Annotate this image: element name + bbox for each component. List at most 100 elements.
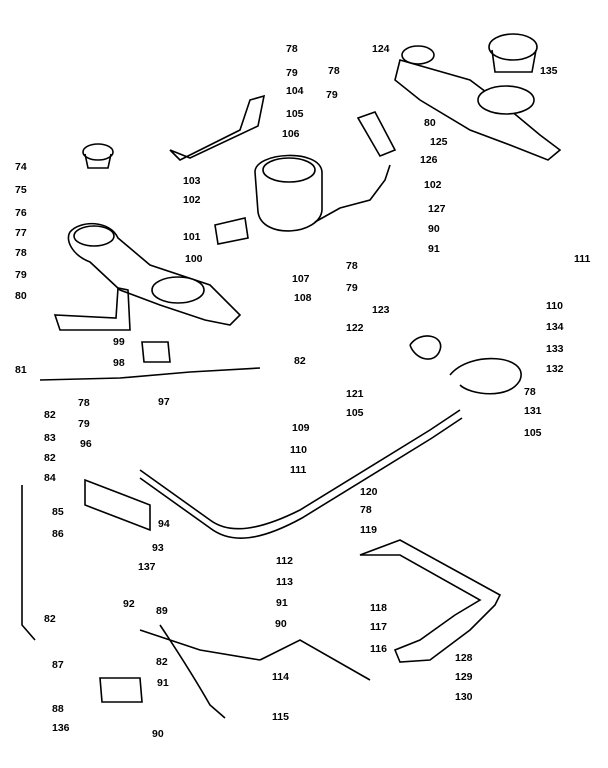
- part-label: 78: [328, 65, 340, 77]
- burner-cap-124: [401, 45, 435, 65]
- part-label: 82: [294, 355, 306, 367]
- left-burner-tube: [67, 222, 242, 326]
- thermocouple-84: [21, 485, 36, 641]
- part-label: 110: [546, 300, 563, 312]
- part-label: 101: [183, 231, 201, 243]
- part-label: 120: [360, 486, 378, 498]
- gas-line-127: [314, 164, 391, 223]
- burner-cap-74: [82, 143, 114, 161]
- part-label: 134: [546, 321, 564, 333]
- part-label: 102: [424, 179, 442, 191]
- part-label: 132: [546, 363, 564, 375]
- part-label: 83: [44, 432, 56, 444]
- burner-box-85: [84, 478, 151, 532]
- part-label: 90: [428, 223, 440, 235]
- part-label: 82: [156, 656, 168, 668]
- part-label: 131: [524, 405, 542, 417]
- part-label: 105: [524, 427, 542, 439]
- part-number-labels: 78 79 104 105 124 135 78 79 80 125 106 1…: [15, 43, 591, 740]
- thermocouple-132: [449, 357, 522, 395]
- part-label: 119: [360, 524, 377, 536]
- thermocouple-133: [409, 335, 442, 360]
- part-label: 137: [138, 561, 156, 573]
- burner-bracket-80: [53, 287, 131, 331]
- part-label: 85: [52, 506, 64, 518]
- burner-port-77: [73, 225, 115, 247]
- part-label: 130: [455, 691, 473, 703]
- part-label: 126: [420, 154, 438, 166]
- part-label: 78: [15, 247, 27, 259]
- part-label: 124: [372, 43, 390, 55]
- part-label: 79: [326, 89, 338, 101]
- part-label: 77: [15, 227, 27, 239]
- burner-cap-135-body: [491, 49, 537, 73]
- part-label: 129: [455, 671, 473, 683]
- part-label: 105: [346, 407, 364, 419]
- part-label: 105: [286, 108, 304, 120]
- part-label: 91: [276, 597, 288, 609]
- part-label: 79: [78, 418, 90, 430]
- part-label: 78: [78, 397, 90, 409]
- bracket-104: [169, 94, 266, 161]
- manifold-119-inner: [139, 417, 463, 539]
- part-label: 74: [15, 161, 27, 173]
- part-label: 78: [524, 386, 536, 398]
- part-label: 91: [428, 243, 440, 255]
- part-label: 133: [546, 343, 564, 355]
- part-label: 111: [290, 464, 307, 476]
- part-label: 81: [15, 364, 27, 376]
- bracket-125: [356, 111, 397, 157]
- part-label: 78: [346, 260, 358, 272]
- burner-port-100: [151, 276, 205, 304]
- part-label: 88: [52, 703, 64, 715]
- part-label: 93: [152, 542, 164, 554]
- part-label: 75: [15, 184, 27, 196]
- part-label: 103: [183, 175, 201, 187]
- part-label: 111: [574, 253, 591, 265]
- part-label: 92: [123, 598, 135, 610]
- part-label: 122: [346, 322, 364, 334]
- burner-body-106: [254, 154, 323, 232]
- burner-port-106: [262, 157, 316, 183]
- part-label: 84: [44, 472, 56, 484]
- part-label: 82: [44, 409, 56, 421]
- parts-linework: [21, 33, 562, 719]
- part-label: 91: [157, 677, 169, 689]
- part-label: 112: [276, 555, 293, 567]
- part-label: 109: [292, 422, 310, 434]
- part-label: 82: [44, 452, 56, 464]
- part-label: 127: [428, 203, 446, 215]
- tube-114: [139, 629, 261, 661]
- part-label: 98: [113, 357, 125, 369]
- part-label: 136: [52, 722, 70, 734]
- part-label: 108: [294, 292, 312, 304]
- part-label: 113: [276, 576, 293, 588]
- part-label: 100: [185, 253, 203, 265]
- gas-line-main: [39, 367, 261, 381]
- part-label: 118: [370, 602, 387, 614]
- part-label: 135: [540, 65, 558, 77]
- right-burner-tube: [394, 59, 562, 161]
- part-label: 94: [158, 518, 170, 530]
- burner-port-126: [477, 85, 535, 115]
- part-label: 96: [80, 438, 92, 450]
- part-label: 80: [424, 117, 436, 129]
- part-label: 125: [430, 136, 448, 148]
- part-label: 116: [370, 643, 387, 655]
- broiler-burner-128: [359, 539, 502, 663]
- part-label: 79: [346, 282, 358, 294]
- tube-to-116: [259, 639, 371, 681]
- part-label: 78: [360, 504, 372, 516]
- part-label: 123: [372, 304, 390, 316]
- part-label: 114: [272, 671, 289, 683]
- part-label: 87: [52, 659, 64, 671]
- part-label: 106: [282, 128, 300, 140]
- part-label: 107: [292, 273, 310, 285]
- part-label: 128: [455, 652, 473, 664]
- part-label: 97: [158, 396, 170, 408]
- burner-cap-74-body: [84, 153, 112, 169]
- part-label: 82: [44, 613, 56, 625]
- burner-cap-135: [488, 33, 538, 61]
- part-label: 90: [275, 618, 287, 630]
